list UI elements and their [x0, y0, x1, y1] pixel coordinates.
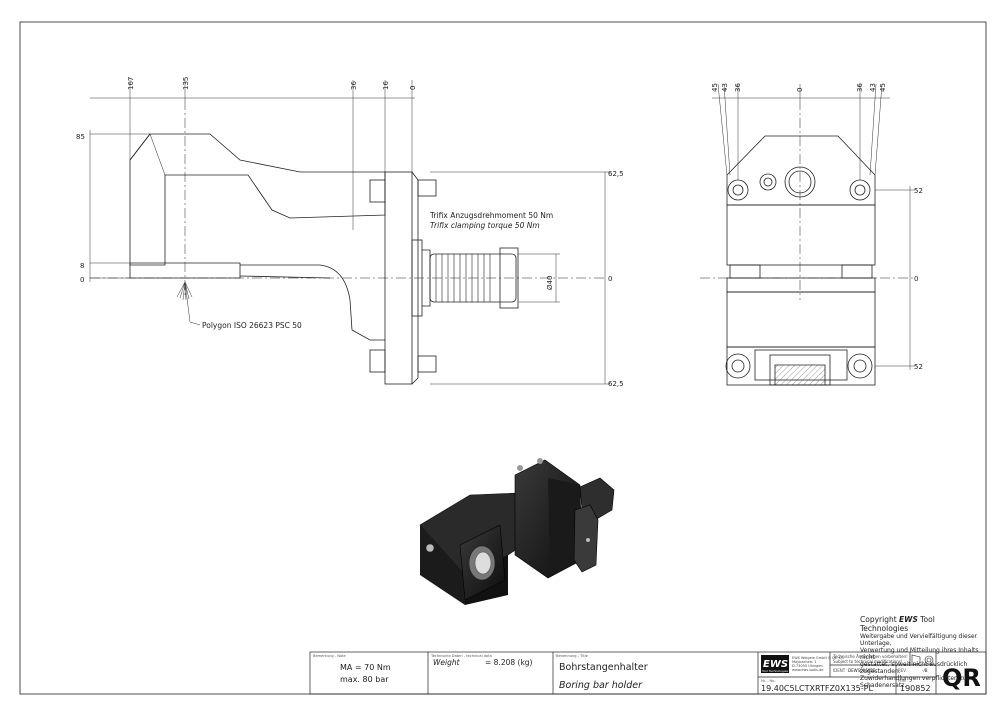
dim-0-top: 0 [409, 86, 417, 90]
front-view [90, 100, 605, 385]
dim-167: 167 [127, 77, 135, 90]
side-dim-43-left: 43 [721, 83, 729, 92]
side-dim-36-right: 36 [856, 83, 864, 92]
polygon-leader [176, 281, 201, 326]
ident-value: DEWS006055 [848, 668, 876, 673]
torque-note-de: Trifix Anzugsdrehmoment 50 Nm [429, 211, 553, 220]
logo-text: EWS [763, 659, 788, 670]
title-en: Boring bar holder [559, 680, 643, 691]
rev-label: REV. [898, 668, 907, 673]
copyright-brand: EWS [899, 615, 918, 624]
side-dim-36-left: 36 [734, 83, 742, 92]
change-note-de: Technische Änderungen vorbehalten! [832, 654, 908, 659]
copyright-notice: Copyright EWS Tool Technologies Weiterga… [860, 615, 985, 689]
copyright-line-2: Verwertung und Mitteilung ihres Inhalts … [860, 647, 979, 661]
polygon-note: Polygon ISO 26623 PSC 50 [202, 321, 302, 330]
part-number: 19.40C5LCTXRTFZ0X135-PL [761, 684, 873, 693]
weight-value: = 8.208 (kg) [485, 658, 533, 667]
copyright-line-3: gestattet, soweit nicht ausdrücklich zug… [860, 661, 968, 675]
logo-sub: Tool Technologies [761, 669, 788, 673]
dim-diameter-40: Ø40 [546, 276, 554, 290]
dim-135: 135 [182, 77, 190, 90]
side-dim-52-top: 52 [914, 187, 923, 195]
isometric-view [419, 458, 615, 605]
tech-data-label: Technische Daten - technical data [430, 654, 492, 658]
part-number-label: Nr. - No. [761, 679, 776, 683]
title-de: Bohrstangenhalter [559, 662, 648, 673]
remark-line-2: max. 80 bar [340, 675, 389, 684]
company-line-4: www.ews-tools.de [792, 668, 823, 672]
copyright-line-1: Weitergabe und Vervielfältigung dieser U… [860, 633, 977, 647]
dim-85: 85 [76, 133, 85, 141]
ews-logo: EWS Tool Technologies [761, 655, 789, 673]
copyright-prefix: Copyright [860, 615, 897, 624]
side-dim-0: 0 [796, 88, 804, 92]
change-note-en: Subject to technical modifications! [833, 659, 902, 664]
side-dim-45-right: 45 [879, 83, 887, 92]
rev-value: -/B [922, 668, 928, 673]
copyright-title: Copyright EWS Tool Technologies [860, 615, 985, 633]
dim-16: 16 [382, 81, 390, 90]
weight-label: Weight [433, 658, 461, 667]
copyright-line-4: Zuwiderhandlungen verpflichten zu Schade… [860, 675, 967, 689]
company-line-1: EWS Weigele GmbH & Co. KG [792, 656, 844, 660]
company-line-2: Maybachstr. 1 [792, 660, 817, 664]
side-dimension-lines [712, 83, 915, 370]
remark-label: Bemerkung - Note [313, 654, 347, 658]
torque-note-en: Trifix clamping torque 50 Nm [430, 221, 540, 230]
dim-62-5-top: 62,5 [608, 170, 624, 178]
copyright-suffix: Tool Technologies [860, 615, 935, 633]
dim-62-5-bottom: 62,5 [608, 380, 624, 388]
side-dim-43-right: 43 [869, 83, 877, 92]
dim-36: 36 [350, 81, 358, 90]
qr-code-mark: QR [942, 664, 981, 692]
dim-0-right: 0 [608, 275, 612, 283]
dim-8: 8 [80, 262, 84, 270]
ident-label: IDENT [833, 668, 846, 673]
dim-0-left: 0 [80, 276, 84, 284]
side-dim-52-bottom: 52 [914, 363, 923, 371]
company-line-3: D-73095 Uhingen [792, 664, 823, 668]
file-number-label: PDM [898, 679, 906, 683]
projection-symbol [911, 654, 934, 666]
title-label: Benennung - Title [556, 654, 589, 658]
remark-line-1: MA = 70 Nm [340, 663, 391, 672]
file-number: 190852 [900, 684, 931, 693]
side-dim-45-left: 45 [711, 83, 719, 92]
title-block-grid [309, 651, 987, 695]
side-view [700, 100, 915, 386]
front-dimension-lines [89, 80, 610, 385]
side-dim-0-right: 0 [914, 275, 918, 283]
